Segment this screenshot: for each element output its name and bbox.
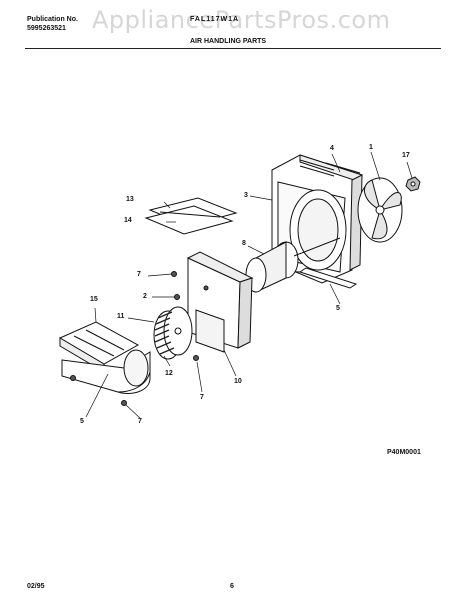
callout-2: 2 [143,293,147,300]
watermark: AppliancePartsPros.com [92,6,391,34]
drawing-reference-code: P40M0001 [387,449,421,456]
blower-scroll-panel [186,251,254,353]
blower-wheel [153,306,193,360]
callout-13: 13 [126,196,134,203]
footer-page-number: 6 [230,583,234,590]
callout-5-left: 5 [80,418,84,425]
fan-nut [405,176,421,192]
insulation-panels [144,197,238,235]
callout-7-bottom: 7 [138,418,142,425]
section-title: AIR HANDLING PARTS [190,38,267,45]
callout-17: 17 [402,152,410,159]
model-number: FAL117W1A [190,16,240,23]
callout-15: 15 [90,296,98,303]
callout-11: 11 [117,313,125,320]
blower-housing [61,349,151,394]
callout-3: 3 [244,192,248,199]
leader-lines [85,151,413,420]
footer-date: 02/95 [27,583,45,590]
callout-7-mid: 7 [200,394,204,401]
callout-4: 4 [330,145,334,152]
publication-label: Publication No. [27,16,78,23]
publication-number: 5995263521 [27,25,66,32]
callout-5-right: 5 [336,305,340,312]
callout-14: 14 [124,217,132,224]
callout-10: 10 [234,378,242,385]
callout-7-top: 7 [137,271,141,278]
condenser-fan-blade [357,177,403,243]
screws [70,271,199,406]
title-rule [25,48,441,49]
callout-8: 8 [242,240,246,247]
callout-12: 12 [165,370,173,377]
callout-1: 1 [369,144,373,151]
